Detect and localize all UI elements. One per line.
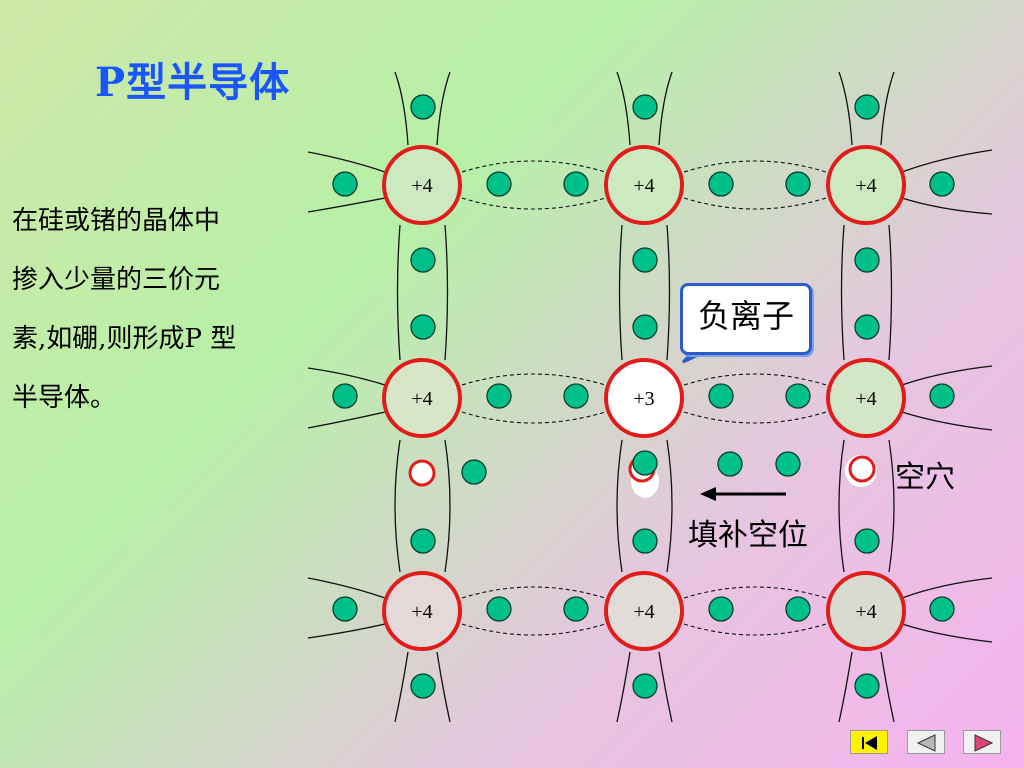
electron bbox=[632, 314, 658, 340]
next-slide-button[interactable] bbox=[963, 730, 1001, 754]
electron bbox=[410, 673, 436, 699]
atom-charge: +4 bbox=[855, 601, 876, 623]
electron bbox=[410, 528, 436, 554]
electron bbox=[410, 314, 436, 340]
electron bbox=[410, 94, 436, 120]
atom-acceptor bbox=[604, 358, 684, 438]
left-arrow-icon bbox=[700, 487, 786, 501]
electron bbox=[785, 596, 811, 622]
electron bbox=[632, 673, 658, 699]
atom-charge: +4 bbox=[855, 388, 876, 410]
electron bbox=[332, 383, 358, 409]
electron bbox=[717, 451, 743, 477]
atom bbox=[604, 571, 684, 651]
description-text: 在硅或锗的晶体中 掺入少量的三价元 素,如硼,则形成P 型 半导体。 bbox=[12, 192, 302, 428]
electron bbox=[563, 596, 589, 622]
hole bbox=[848, 455, 876, 483]
prev-slide-button[interactable] bbox=[907, 730, 945, 754]
electron bbox=[708, 383, 734, 409]
negative-ion-callout: 负离子 bbox=[680, 283, 812, 355]
first-slide-icon bbox=[862, 736, 877, 750]
electron bbox=[332, 596, 358, 622]
electron bbox=[410, 247, 436, 273]
atom bbox=[826, 571, 906, 651]
atom-charge: +4 bbox=[633, 175, 654, 197]
electron bbox=[486, 383, 512, 409]
atom bbox=[826, 145, 906, 225]
atom bbox=[382, 145, 462, 225]
atom-charge: +4 bbox=[411, 388, 432, 410]
electron bbox=[332, 171, 358, 197]
atoms bbox=[382, 145, 906, 651]
electron bbox=[632, 528, 658, 554]
atom-charge: +4 bbox=[411, 175, 432, 197]
next-slide-icon bbox=[974, 734, 994, 752]
electron-moving bbox=[632, 450, 658, 476]
electron bbox=[775, 451, 801, 477]
hole-label: 空穴 bbox=[895, 460, 955, 495]
holes bbox=[408, 450, 877, 498]
electron bbox=[563, 171, 589, 197]
electrons bbox=[332, 94, 955, 699]
horizontal-bonds bbox=[307, 149, 993, 643]
electron bbox=[563, 383, 589, 409]
prev-slide-icon bbox=[916, 734, 936, 752]
electron bbox=[486, 596, 512, 622]
electron bbox=[486, 171, 512, 197]
electron bbox=[929, 383, 955, 409]
electron bbox=[785, 383, 811, 409]
hole bbox=[408, 459, 436, 487]
description-line: 素,如硼,则形成P 型 bbox=[12, 324, 237, 354]
electron bbox=[708, 171, 734, 197]
atom-charge: +4 bbox=[855, 175, 876, 197]
slide-title: P型半导体 bbox=[95, 59, 291, 106]
electron bbox=[854, 673, 880, 699]
description-line: 半导体。 bbox=[12, 383, 117, 413]
atom-charge: +4 bbox=[411, 601, 432, 623]
fill-vacancy-label: 填补空位 bbox=[688, 518, 808, 553]
electron bbox=[929, 596, 955, 622]
description-line: 在硅或锗的晶体中 bbox=[12, 206, 221, 236]
atom bbox=[604, 145, 684, 225]
electron bbox=[632, 247, 658, 273]
atom-charge: +3 bbox=[633, 388, 654, 410]
electron bbox=[854, 314, 880, 340]
dashed-bonds bbox=[461, 160, 827, 636]
electron bbox=[708, 596, 734, 622]
electron bbox=[929, 171, 955, 197]
electron bbox=[632, 94, 658, 120]
description-line: 掺入少量的三价元 bbox=[12, 265, 221, 295]
electron bbox=[785, 171, 811, 197]
atom-charge: +4 bbox=[633, 601, 654, 623]
atom-labels: +4 +4 +4 +4 +3 +4 +4 +4 +4 bbox=[411, 175, 876, 623]
first-slide-button[interactable] bbox=[850, 730, 888, 754]
electron bbox=[854, 528, 880, 554]
atom bbox=[826, 358, 906, 438]
atom bbox=[382, 358, 462, 438]
electron bbox=[461, 459, 487, 485]
electron bbox=[854, 94, 880, 120]
electron bbox=[854, 247, 880, 273]
atom bbox=[382, 571, 462, 651]
vertical-bonds bbox=[394, 71, 895, 723]
